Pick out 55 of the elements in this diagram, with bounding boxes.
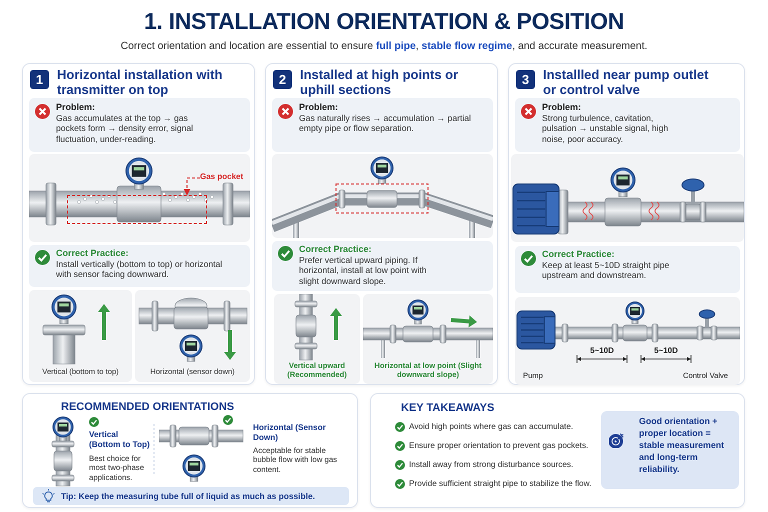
section-heading: KEY TAKEAWAYS: [401, 402, 496, 416]
practice-text: Install vertically (bottom to top) or horizontal with sensor facing downward.: [56, 259, 224, 280]
problem-box: [272, 98, 493, 152]
problem-text: Gas naturally rises → accumulation → partial empty pipe or flow separation.: [299, 113, 472, 134]
practice-box: [515, 246, 740, 293]
section-card: [22, 63, 255, 385]
practice-text: Keep at least 5~10D straight pipe upstream and downstream.: [542, 260, 670, 281]
problem-heading: Problem:: [542, 102, 582, 113]
problem-heading: Problem:: [56, 102, 96, 113]
orientation-title: Horizontal (Sensor Down): [253, 423, 327, 443]
problem-heading: Problem:: [299, 102, 340, 113]
tip-bar: [33, 487, 349, 505]
takeaway-text: Avoid high points where gas can accumulate.: [409, 422, 574, 432]
section-card: [265, 63, 498, 385]
section-heading: Installed at high points or uphill sections: [300, 68, 460, 98]
photo-panel: [29, 154, 250, 242]
takeaway-text: Ensure proper orientation to prevent gas pockets.: [409, 441, 590, 451]
dimension-label: 5~10D: [589, 346, 615, 356]
example-card: [515, 297, 740, 385]
problem-box: [515, 98, 740, 152]
step-number: 3: [516, 70, 535, 89]
practice-heading: Correct Practice:: [299, 244, 373, 255]
takeaway-text: Install away from strong disturbance sources.: [409, 460, 574, 470]
tip-text: Tip: Keep the measuring tube full of liquid as much as possible.: [61, 491, 316, 502]
callout-text: Gas pocket: [200, 172, 244, 182]
practice-box: [29, 245, 250, 287]
photo-panel: [511, 154, 744, 242]
step-number: 1: [30, 70, 49, 89]
summary-card: [22, 393, 358, 508]
problem-box: [29, 98, 250, 152]
problem-text: Gas accumulates at the top → gas pockets form → density error, signal fluctuation, under-reading.: [56, 113, 194, 144]
step-number: 2: [273, 70, 292, 89]
practice-heading: Correct Practice:: [542, 249, 616, 260]
section-heading: Installled near pump outlet or control valve: [543, 68, 710, 98]
orientation-title: Vertical (Bottom to Top): [89, 430, 151, 450]
section-heading: Horizontal installation with transmitter on top: [57, 68, 224, 98]
practice-heading: Correct Practice:: [56, 248, 130, 259]
practice-box: [272, 241, 493, 291]
highlight-text: Good orientation + proper location = stable measurement and long-term reliability.: [639, 416, 726, 476]
example-card: [274, 294, 360, 384]
dimension-label: 5~10D: [653, 346, 679, 356]
problem-text: Strong turbulence, cavitation, pulsation → unstable signal, high noise, poor accuracy.: [542, 113, 670, 144]
leader-arrow: [184, 177, 200, 196]
summary-card: [370, 393, 745, 508]
example-card: [135, 290, 250, 382]
page-title: 1. INSTALLATION ORIENTATION & POSITION: [142, 8, 626, 35]
example-card: [363, 294, 493, 384]
subtitle: Correct orientation and location are essential to ensure full pipe, stable flow regime, and accurate measurement.: [120, 41, 648, 52]
highlight-box: [601, 411, 739, 489]
takeaway-text: Provide sufficient straight pipe to stabilize the flow.: [409, 479, 592, 489]
practice-text: Prefer vertical upward piping. If horizontal, install at low point with slight downward slope.: [299, 255, 428, 286]
section-heading: RECOMMENDED ORIENTATIONS: [61, 401, 236, 414]
section-card: [508, 63, 745, 385]
example-card: [29, 290, 132, 382]
highlight-region: [67, 195, 207, 224]
